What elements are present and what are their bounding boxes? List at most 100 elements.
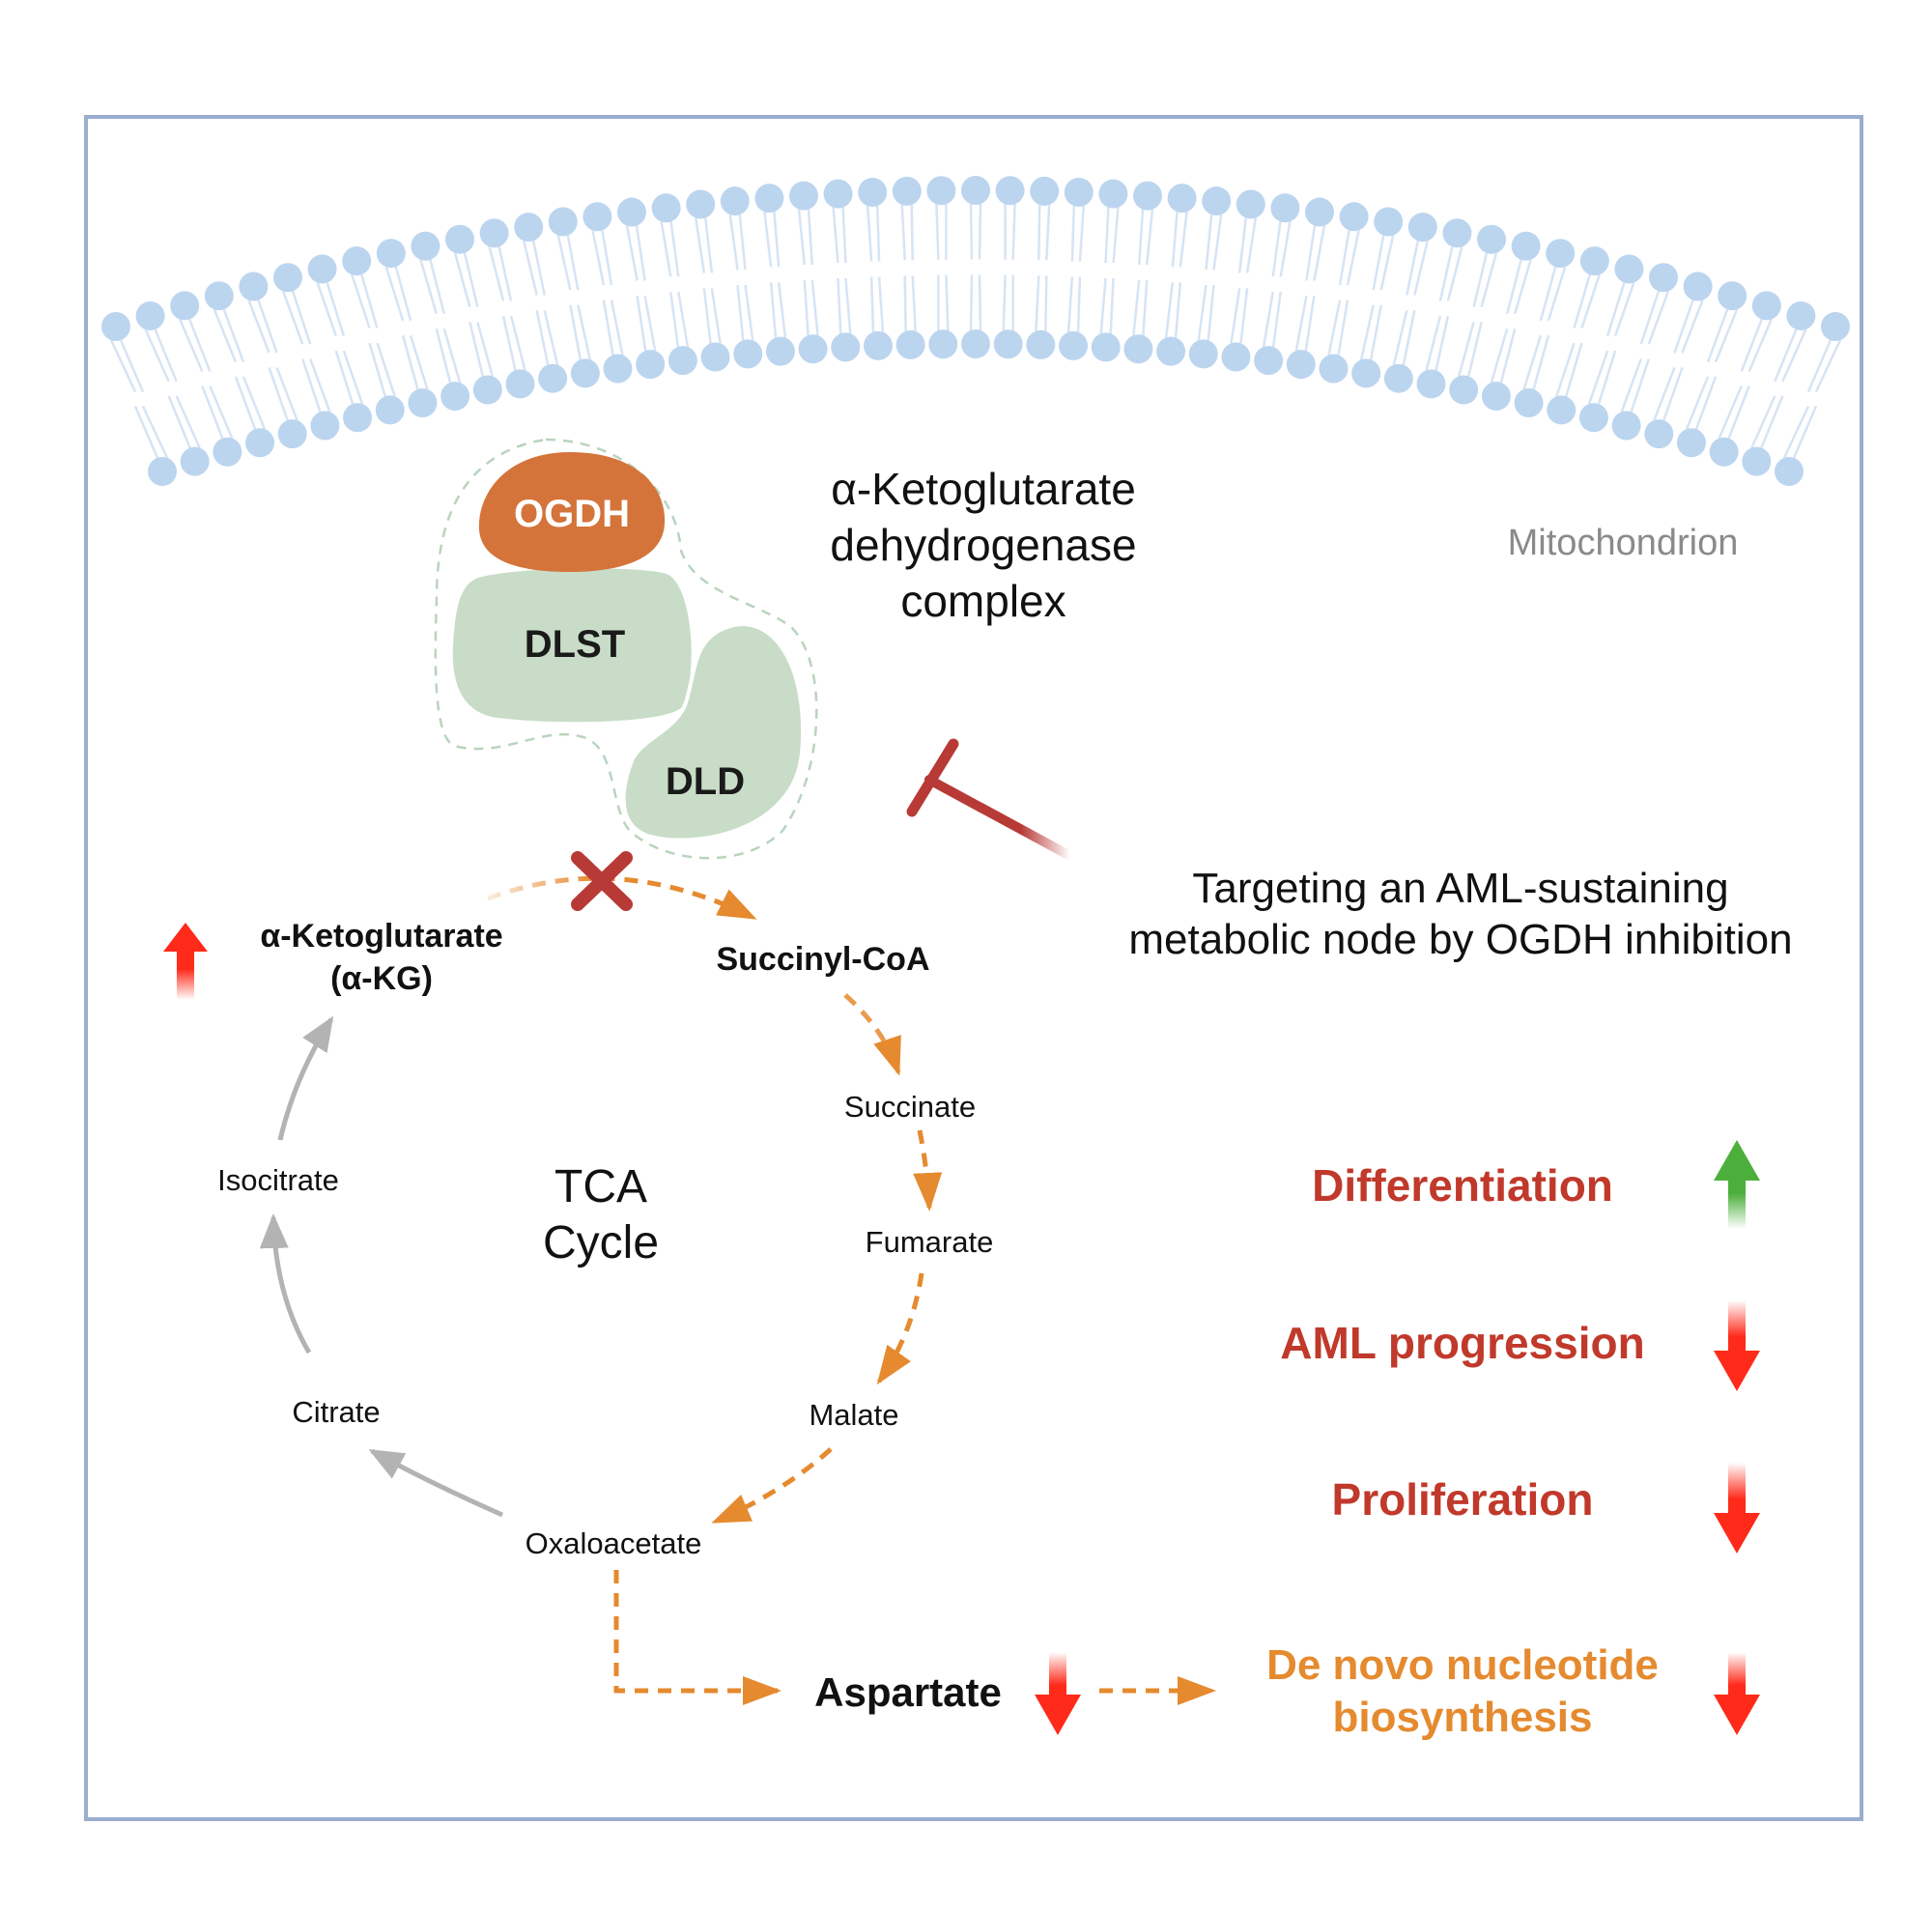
- lipid-head: [1133, 181, 1162, 211]
- lipid-tail: [797, 209, 807, 266]
- proliferation-label: Proliferation: [1332, 1474, 1594, 1525]
- lipid-tail: [1372, 235, 1385, 291]
- aspartate-down-arrow: [1035, 1652, 1081, 1735]
- targeting-line2: metabolic node by OGDH inhibition: [1128, 916, 1792, 963]
- lipid-head: [479, 218, 509, 248]
- lipid-tail: [1338, 230, 1350, 286]
- lipid-tail: [1490, 328, 1509, 384]
- lipid-head: [1514, 388, 1544, 418]
- lipid-head: [863, 330, 893, 360]
- aml-progression-down-arrow: [1714, 1300, 1760, 1391]
- lipid-tail: [1514, 259, 1532, 314]
- lipid-tail: [401, 335, 419, 390]
- lipid-tail: [1179, 211, 1188, 268]
- lipid-head: [651, 193, 681, 223]
- lipid-head: [831, 332, 861, 362]
- lipid-tail: [1212, 214, 1223, 271]
- lipid-tail: [1262, 291, 1274, 348]
- lipid-head: [440, 382, 470, 412]
- nucleotide-label-line1: De novo nucleotide: [1266, 1641, 1659, 1689]
- lipid-head: [1611, 411, 1641, 441]
- lipid-tail: [144, 328, 170, 383]
- fumarate-to-malate-arrow: [876, 1272, 924, 1385]
- malate-label: Malate: [809, 1398, 898, 1432]
- lipid-head: [754, 184, 784, 214]
- lipid-head: [310, 411, 340, 441]
- lipid-tail: [1727, 385, 1750, 440]
- lipid-head: [1751, 291, 1781, 321]
- lipid-tail: [1137, 209, 1145, 266]
- akg-up-arrow: [163, 923, 208, 1000]
- lipid-tail: [866, 205, 873, 262]
- lipid-tail: [763, 211, 773, 268]
- lipid-tail: [1653, 366, 1676, 421]
- lipid-head: [277, 419, 307, 449]
- lipid-head: [1098, 179, 1128, 209]
- lipid-head: [239, 271, 269, 301]
- lipid-tail: [453, 252, 471, 308]
- lipid-tail: [1587, 350, 1609, 405]
- lipid-tail: [1446, 245, 1463, 301]
- lipid-head: [1156, 336, 1186, 366]
- lipid-tail: [969, 274, 974, 331]
- lipid-head: [411, 231, 440, 261]
- lipid-tail: [133, 406, 159, 459]
- lipid-head: [180, 446, 210, 476]
- lipid-tail: [281, 290, 304, 345]
- lipid-tail: [1740, 318, 1763, 372]
- lipid-tail: [566, 235, 580, 291]
- lipid-tail: [1630, 358, 1650, 413]
- lipid-tail: [1239, 288, 1249, 344]
- lipid-head: [1821, 312, 1850, 341]
- lipid-tail: [1109, 277, 1115, 334]
- citrate-to-isocitrate-arrow: [259, 1213, 312, 1354]
- lipid-tail: [660, 221, 672, 277]
- lipid-tail: [1076, 276, 1082, 332]
- dlst-subunit: [448, 564, 696, 727]
- lipid-tail: [1781, 328, 1807, 383]
- lipid-tail: [807, 209, 814, 266]
- lipid-head: [926, 176, 956, 206]
- lipid-tail: [342, 350, 364, 405]
- lipid-head: [1683, 271, 1713, 301]
- lipid-tail: [222, 308, 245, 363]
- lipid-tail: [1230, 288, 1241, 344]
- lipid-tail: [247, 299, 270, 354]
- lipid-head: [823, 179, 853, 209]
- lipid-tail: [1539, 266, 1557, 322]
- lipid-tail: [1045, 204, 1051, 261]
- lipid-head: [548, 207, 578, 237]
- lipid-head: [472, 375, 502, 405]
- lipid-tail: [1547, 266, 1567, 322]
- complex-outline: [434, 438, 818, 860]
- lipid-tail: [1555, 342, 1576, 397]
- lipid-tail: [501, 315, 517, 371]
- lipid-tail: [301, 358, 322, 413]
- lipid-tail: [394, 266, 412, 322]
- lipid-tail: [209, 385, 234, 440]
- citrate-label: Citrate: [292, 1395, 380, 1429]
- lipid-tail: [911, 275, 917, 331]
- lipid-tail: [154, 328, 178, 383]
- lipid-head: [204, 281, 234, 311]
- lipid-tail: [837, 277, 842, 334]
- lipid-tail: [875, 205, 881, 262]
- lipid-head: [1026, 329, 1056, 359]
- lipid-tail: [910, 204, 914, 261]
- lipid-tail: [1565, 342, 1583, 397]
- lipid-tail: [710, 288, 722, 344]
- lipid-tail: [175, 395, 201, 449]
- lipid-tail: [1681, 299, 1704, 354]
- lipid-tail: [213, 308, 238, 363]
- lipid-head: [1546, 239, 1576, 269]
- complex-title-line3: complex: [900, 576, 1065, 626]
- inhibition-symbol: [906, 738, 1075, 861]
- lipid-tail: [188, 318, 212, 372]
- lipid-head: [993, 329, 1023, 359]
- lipid-head: [1254, 346, 1284, 376]
- aspartate-label: Aspartate: [814, 1669, 1002, 1715]
- lipid-tail: [1806, 339, 1833, 392]
- fumarate-label: Fumarate: [866, 1225, 994, 1259]
- lipid-tail: [1425, 315, 1442, 371]
- lipid-tail: [841, 207, 847, 264]
